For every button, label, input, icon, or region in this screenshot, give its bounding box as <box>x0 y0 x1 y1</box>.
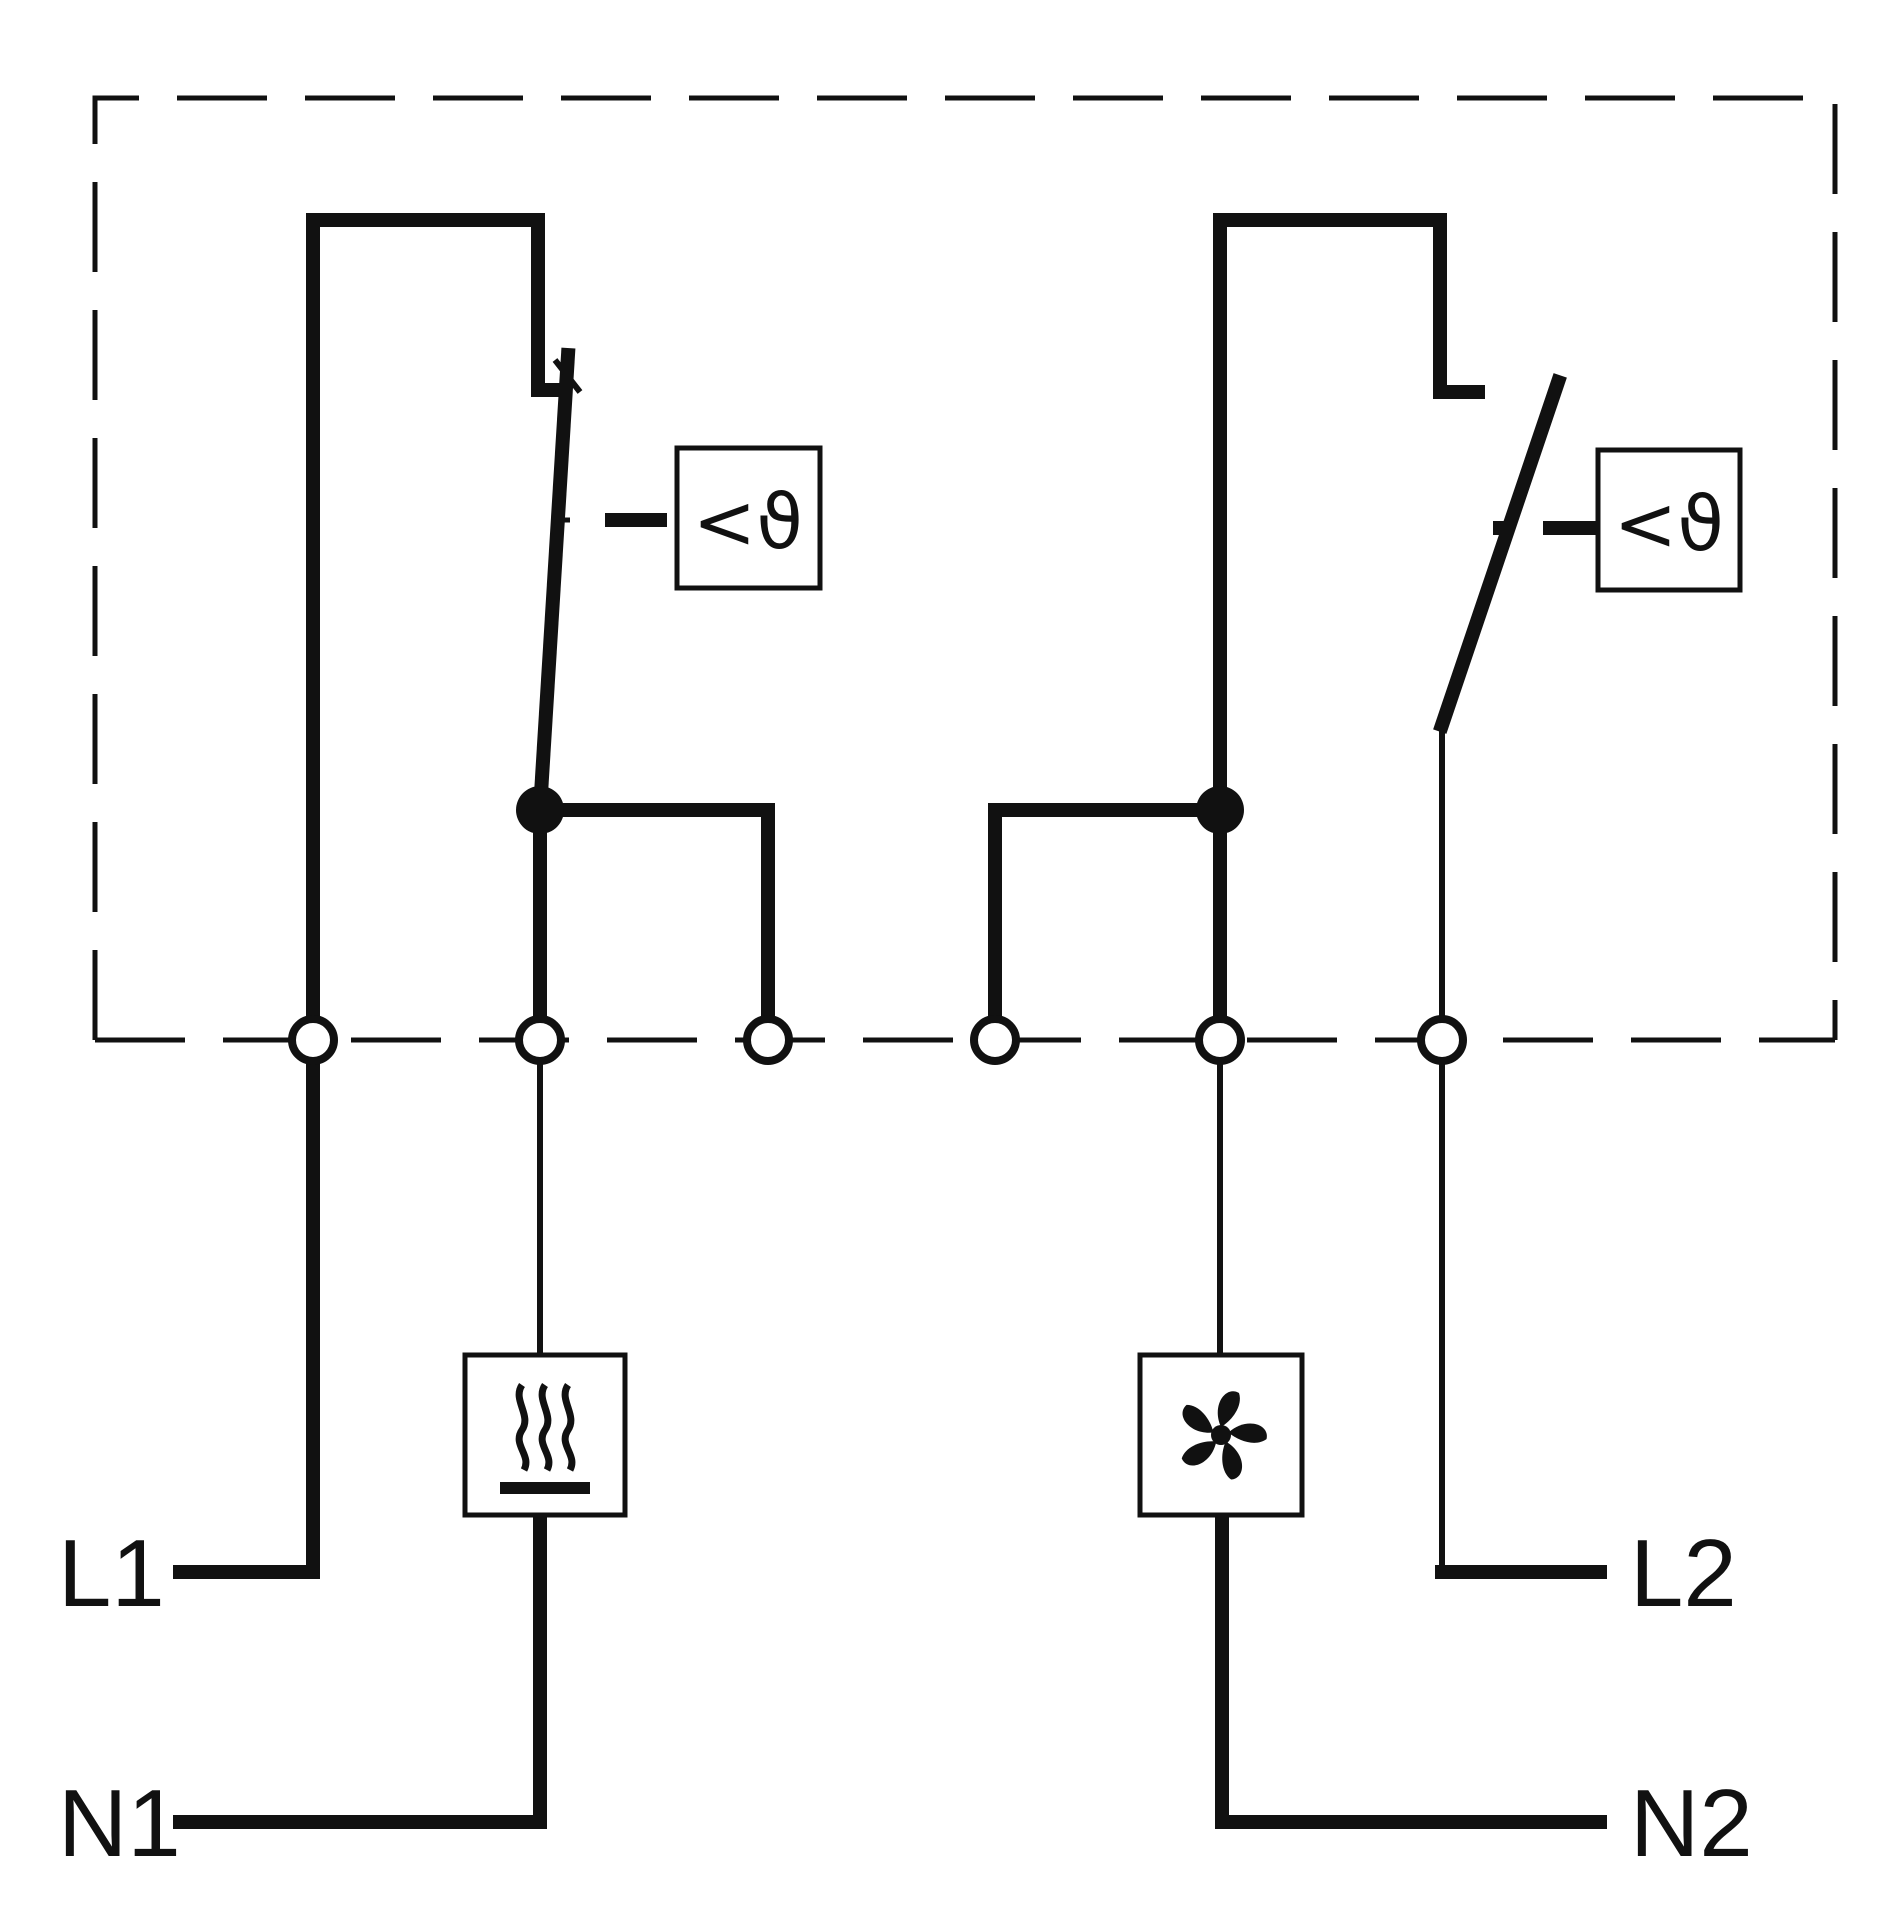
right-thermostat-contact <box>1433 373 1567 734</box>
terminal-1 <box>288 1015 338 1065</box>
label-l2: L2 <box>1630 1520 1737 1627</box>
left-thermostat: <ϑ <box>674 445 823 591</box>
heater-icon <box>500 1383 590 1494</box>
terminal-3 <box>743 1015 793 1065</box>
terminal-2 <box>515 1015 565 1065</box>
right-junction-node <box>1196 786 1244 834</box>
label-n1: N1 <box>58 1770 181 1877</box>
terminal-4 <box>970 1015 1020 1065</box>
label-n2: N2 <box>1630 1770 1753 1877</box>
heater <box>462 1352 628 1518</box>
terminal-strip <box>288 1015 1467 1065</box>
enclosure-outline <box>92 95 1838 1043</box>
right-thermostat-symbol: <ϑ <box>1614 479 1725 568</box>
right-thermostat: <ϑ <box>1595 447 1743 593</box>
left-thermostat-symbol: <ϑ <box>693 477 804 566</box>
terminal-5 <box>1195 1015 1245 1065</box>
terminal-6 <box>1417 1015 1467 1065</box>
heater-circuit <box>173 213 775 1829</box>
label-l1: L1 <box>58 1520 165 1627</box>
fan <box>1137 1352 1305 1518</box>
fan-icon <box>1181 1391 1267 1480</box>
fan-circuit <box>988 213 1607 1829</box>
left-thermostat-contact <box>532 347 576 818</box>
left-junction-node <box>516 786 564 834</box>
